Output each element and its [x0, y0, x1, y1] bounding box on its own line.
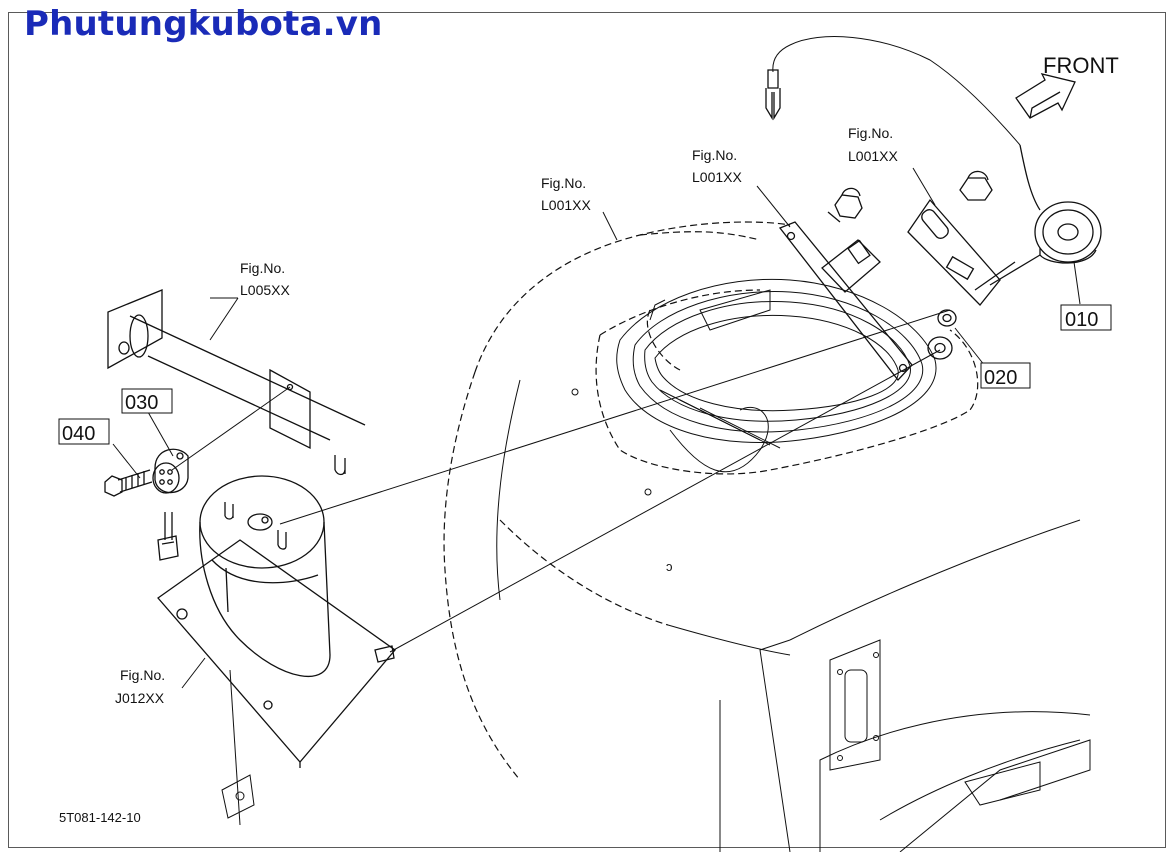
figure-ref-l001-b-line2: L001XX [692, 169, 742, 185]
part-020-label: 020 [984, 367, 1017, 389]
figure-ref-l001-b: Fig.No. L001XX [692, 147, 742, 185]
figure-ref-l001-c-line1: Fig.No. [848, 125, 893, 141]
figure-ref-l001-a-line2: L001XX [541, 197, 591, 213]
horn-010 [765, 36, 1102, 291]
tube-assembly [107, 289, 366, 476]
figure-ref-l005: Fig.No. L005XX [240, 260, 290, 298]
figure-ref-j012-line2: J012XX [115, 690, 165, 706]
figure-ref-j012: Fig.No. J012XX [115, 667, 165, 706]
figure-ref-l005-line2: L005XX [240, 282, 290, 298]
lower-bracket [157, 475, 396, 768]
figure-ref-l005-line1: Fig.No. [240, 260, 285, 276]
figure-ref-l001-c-line2: L001XX [848, 148, 898, 164]
figure-ref-l001-a-line1: Fig.No. [541, 175, 586, 191]
drawing-code: 5T081-142-10 [59, 810, 141, 825]
site-title: Phutungkubota.vn [24, 4, 383, 44]
front-label: FRONT [1043, 53, 1119, 78]
front-arrow-icon [1015, 73, 1076, 119]
diagram-frame [8, 12, 1166, 848]
bracket-assembly [778, 170, 1001, 382]
part-010-label: 010 [1065, 309, 1098, 331]
part-040-label: 040 [62, 423, 95, 445]
figure-ref-l001-a: Fig.No. L001XX [541, 175, 591, 213]
leader-lines [112, 167, 1081, 689]
part-040-callout[interactable]: 040 [58, 418, 110, 445]
fan-shroud [595, 278, 979, 475]
part-020-callout[interactable]: 020 [980, 362, 1031, 389]
figure-ref-j012-line1: Fig.No. [120, 667, 165, 683]
washer-020 [927, 309, 957, 360]
part-030-label: 030 [125, 392, 158, 414]
machine-body: ɔ [221, 221, 1091, 852]
part-030-callout[interactable]: 030 [121, 388, 173, 414]
svg-text:ɔ: ɔ [666, 559, 673, 574]
figure-ref-l001-b-line1: Fig.No. [692, 147, 737, 163]
figure-ref-l001-c: Fig.No. L001XX [848, 125, 898, 164]
sensor-030 [152, 448, 189, 561]
part-010-callout[interactable]: 010 [1060, 304, 1112, 331]
bolt-040 [104, 469, 153, 497]
